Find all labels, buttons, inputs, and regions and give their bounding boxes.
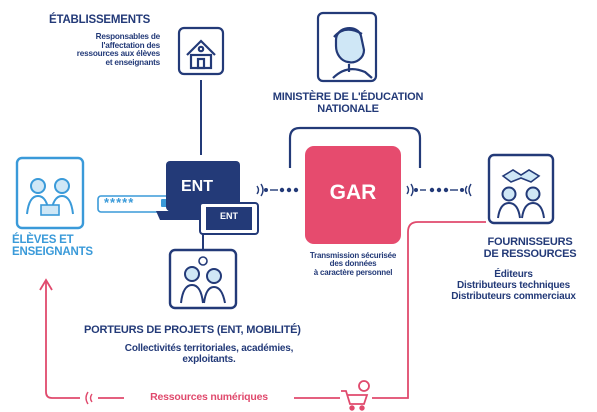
ministere-arc: [288, 126, 422, 168]
ent-mobile-label: ENT: [220, 211, 238, 221]
handshake-icon: [487, 153, 555, 225]
etablissements-title: ÉTABLISSEMENTS: [49, 14, 151, 26]
gar-caption: Transmission sécurisée des données à car…: [309, 251, 397, 277]
porteurs-title: PORTEURS DE PROJETS (ENT, MOBILITÉ): [84, 324, 301, 336]
fournisseurs-title: FOURNISSEURS DE RESSOURCES: [483, 236, 577, 260]
tablet-icon: [199, 202, 259, 235]
cart-icon: [341, 380, 370, 411]
ressources-left-arcs: [85, 391, 93, 405]
gar-box: [305, 146, 401, 244]
students-icon: [15, 156, 85, 230]
ministere-title: MINISTÈRE DE L'ÉDUCATION NATIONALE: [272, 91, 424, 115]
marianne-icon: [316, 11, 378, 83]
password-field: *****: [104, 195, 135, 210]
fournisseurs-item: Distributeurs commerciaux: [451, 291, 576, 303]
etablissements-description: Responsables de l'affectation des ressou…: [76, 32, 160, 67]
people-icon: [168, 248, 238, 310]
porteurs-description: Collectivités territoriales, académies, …: [124, 343, 294, 366]
ent-label: ENT: [181, 178, 213, 195]
ressources-path-up: [45, 282, 80, 399]
ressources-arrowhead: [39, 278, 53, 291]
ent-gar-connector: [256, 183, 299, 197]
ressources-label: Ressources numériques: [150, 391, 268, 403]
school-icon: [177, 26, 225, 76]
gar-fournisseurs-connector: [406, 183, 472, 197]
eleves-title: ÉLÈVES ET ENSEIGNANTS: [12, 234, 93, 259]
fournisseurs-item: Distributeurs techniques: [457, 280, 570, 292]
ressources-path-right: [372, 221, 486, 399]
gar-label: GAR: [329, 181, 377, 204]
fournisseurs-list: Éditeurs Distributeurs techniques Distri…: [432, 269, 595, 303]
fournisseurs-item: Éditeurs: [494, 269, 533, 280]
